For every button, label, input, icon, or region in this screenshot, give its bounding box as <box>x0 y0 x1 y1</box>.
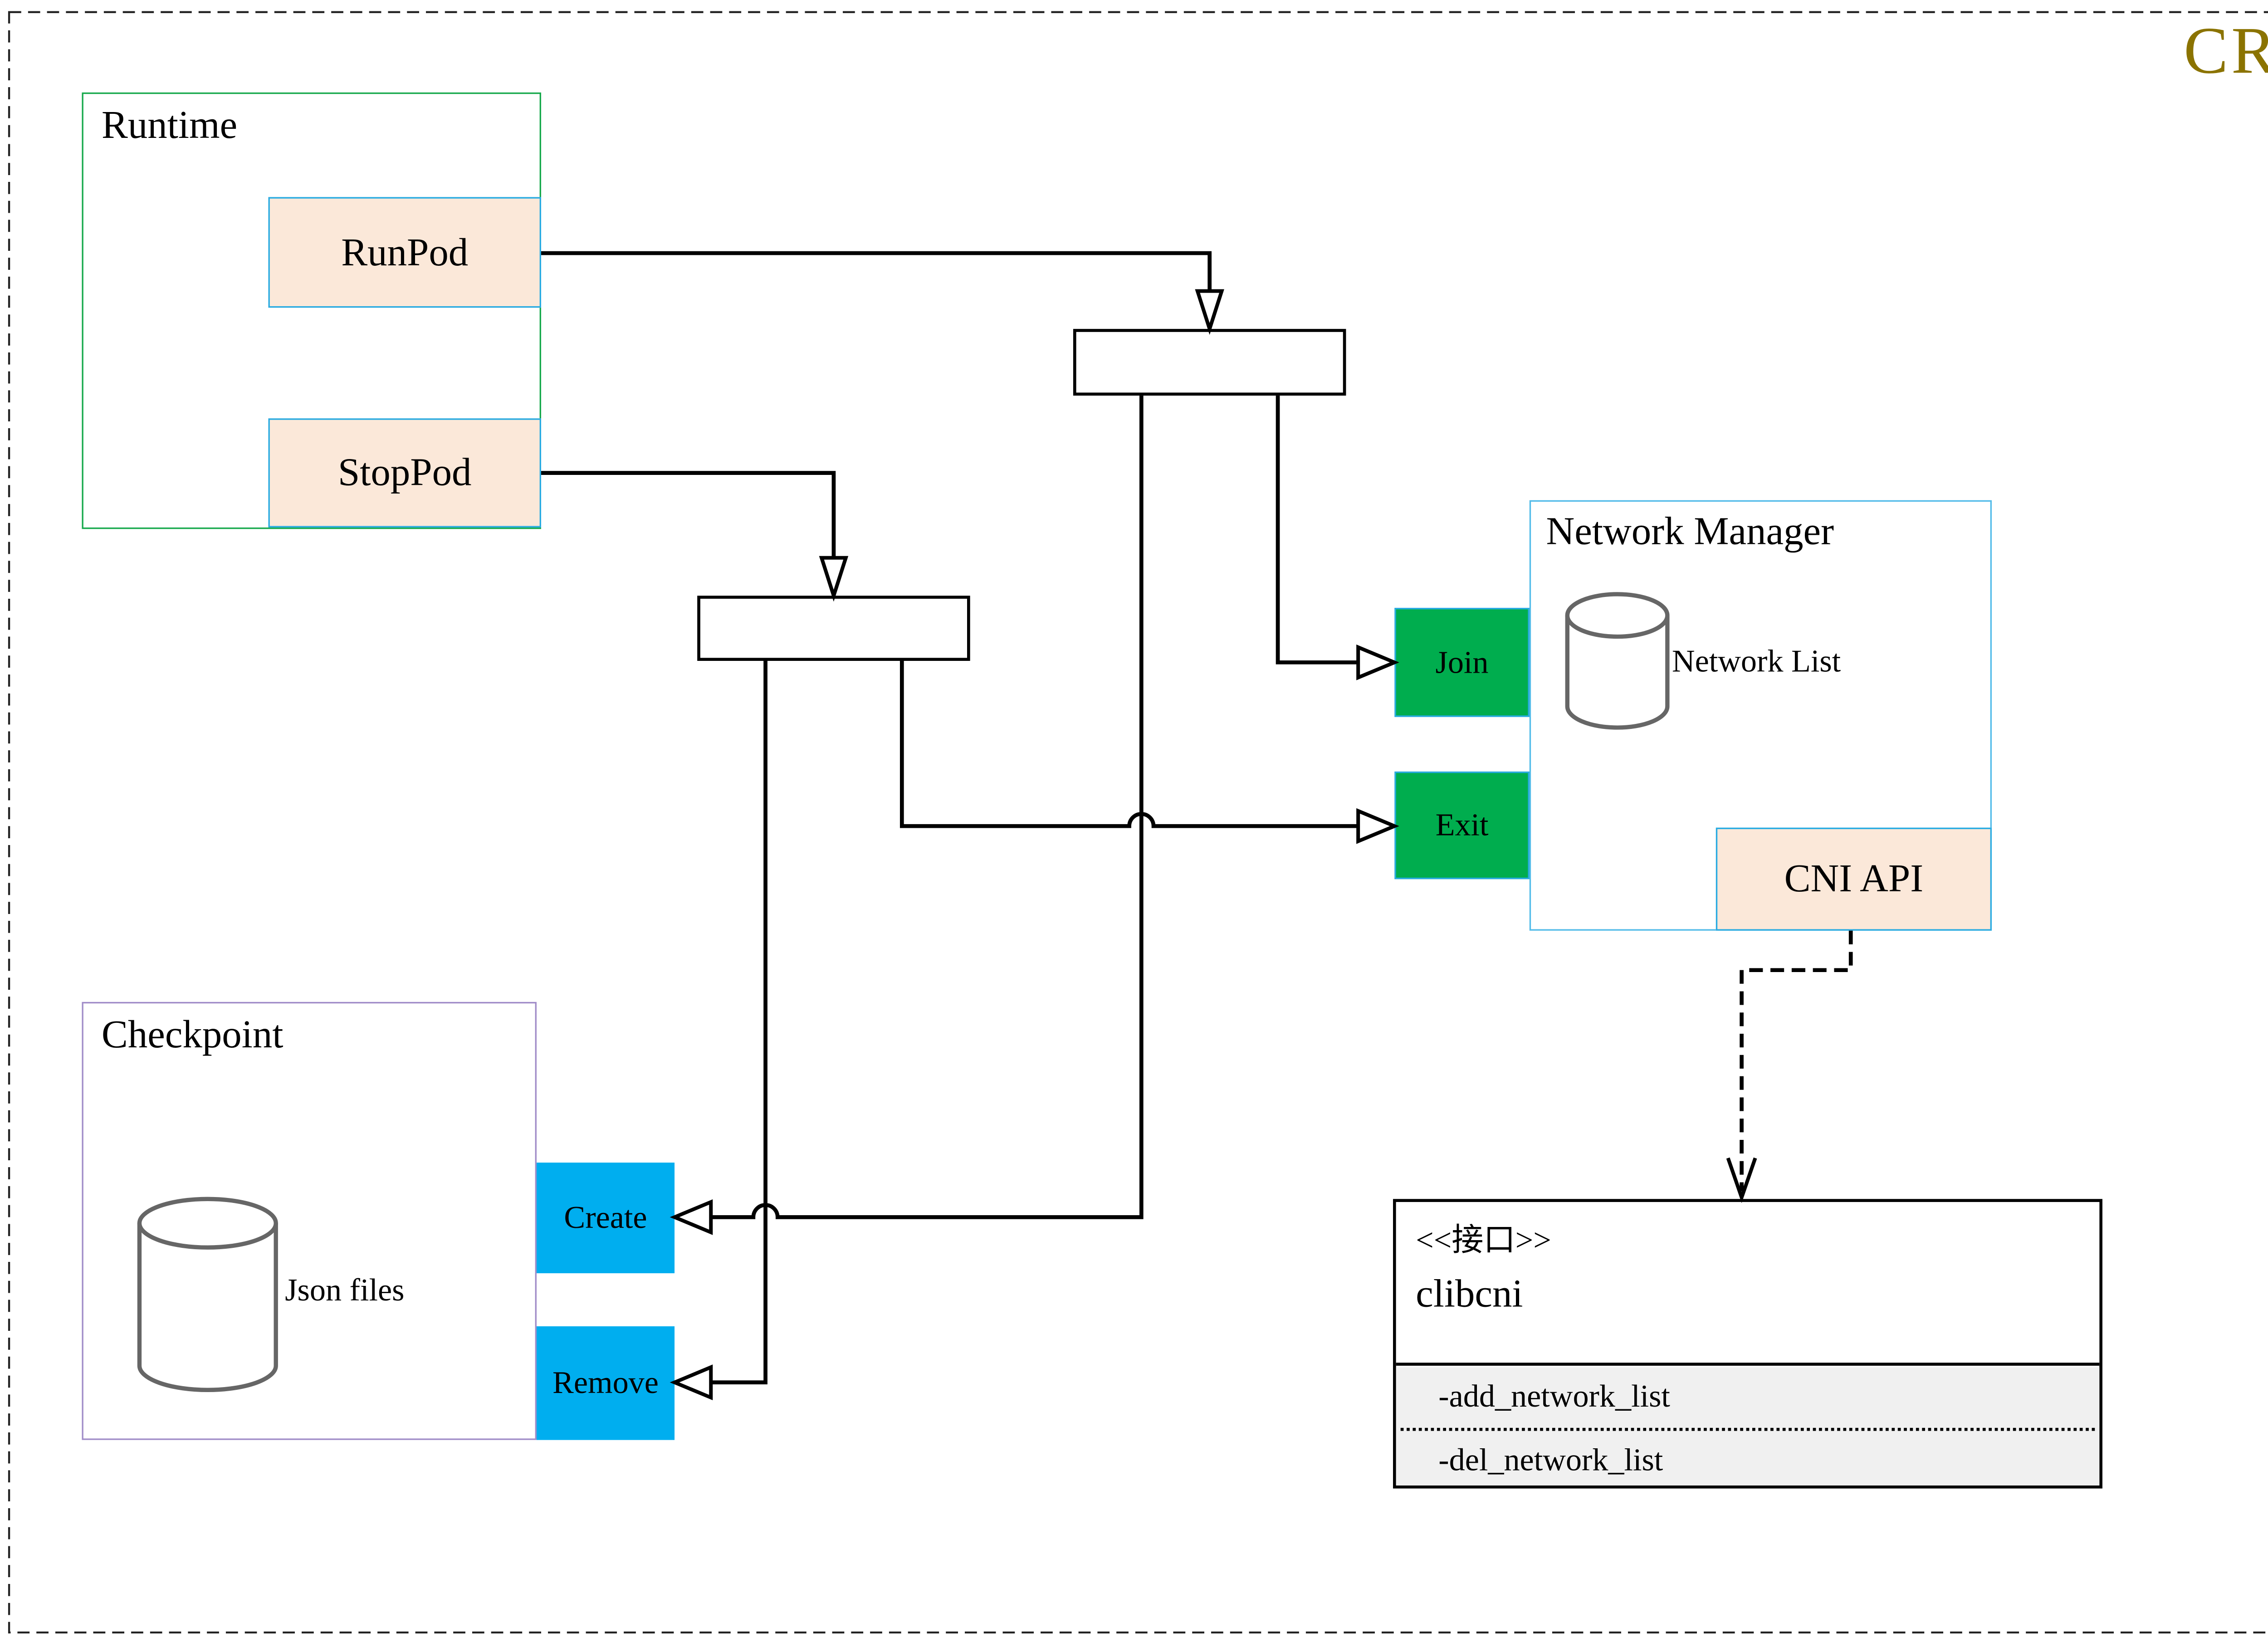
open-arrowhead-down-junction2 <box>819 556 849 602</box>
exit-node: Exit <box>1394 771 1530 880</box>
junction-box-2 <box>697 596 970 661</box>
interface-stereotype: <<接口>> <box>1416 1222 1551 1258</box>
connector-cniapi-to-clibcni-dashed <box>1740 930 1853 1192</box>
interface-box: <<接口>> clibcni -add_network_list -del_ne… <box>1393 1199 2102 1489</box>
method-add-network-list: -add_network_list <box>1438 1378 1670 1415</box>
runtime-title: Runtime <box>101 103 238 147</box>
junction-box-1 <box>1073 329 1346 396</box>
remove-node: Remove <box>536 1326 675 1440</box>
open-arrowhead-left-create <box>670 1199 713 1235</box>
connector-stoppod-to-junction2 <box>541 471 836 558</box>
network-manager-title: Network Manager <box>1546 509 1834 553</box>
interface-methods-section: -add_network_list -del_network_list <box>1396 1366 2100 1486</box>
open-arrowhead-right-exit <box>1356 808 1399 844</box>
stoppod-label: StopPod <box>337 450 472 494</box>
checkpoint-title: Checkpoint <box>101 1012 284 1057</box>
connector-runpod-to-junction1 <box>541 251 1212 291</box>
connector-junction2-to-exit <box>899 660 1357 828</box>
interface-name: clibcni <box>1416 1271 1523 1316</box>
json-files-label: Json files <box>285 1271 405 1308</box>
exit-label: Exit <box>1435 806 1489 843</box>
create-label: Create <box>564 1199 647 1236</box>
connector-junction1-to-join <box>1276 396 1357 665</box>
cri-badge: CRI <box>2184 14 2268 88</box>
runpod-node: RunPod <box>268 197 541 308</box>
checkpoint-box: Checkpoint <box>82 1002 537 1440</box>
open-arrowhead-left-remove <box>670 1364 713 1401</box>
join-node: Join <box>1394 608 1530 717</box>
create-node: Create <box>536 1163 675 1274</box>
connector-junction1-to-create <box>712 396 1144 1219</box>
open-v-arrowhead-clibcni <box>1726 1157 1757 1203</box>
method-del-network-list: -del_network_list <box>1438 1441 1663 1477</box>
runpod-label: RunPod <box>341 230 469 274</box>
open-arrowhead-down-junction1 <box>1195 289 1224 335</box>
join-label: Join <box>1435 643 1489 680</box>
remove-label: Remove <box>552 1364 659 1401</box>
open-arrowhead-right-join <box>1356 644 1399 680</box>
connector-junction2-to-remove <box>712 660 767 1384</box>
cni-api-node: CNI API <box>1716 827 1992 931</box>
stoppod-node: StopPod <box>268 418 541 528</box>
network-list-label: Network List <box>1672 642 1841 679</box>
cni-api-label: CNI API <box>1784 856 1924 900</box>
interface-header: <<接口>> clibcni <box>1396 1202 2100 1366</box>
